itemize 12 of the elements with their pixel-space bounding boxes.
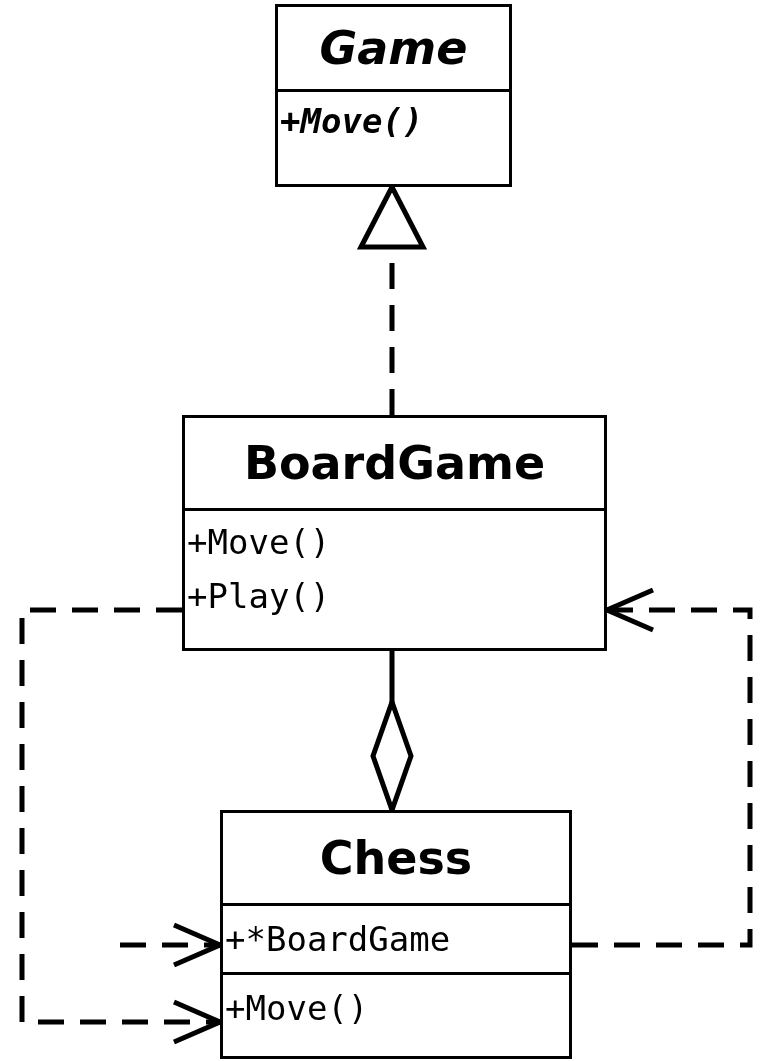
member-text: +Move() — [279, 100, 425, 142]
class-box — [275, 4, 512, 187]
class-name: Game — [318, 20, 469, 77]
member-text: +Move() — [186, 521, 332, 564]
class-name: Chess — [318, 830, 474, 887]
arrow — [572, 587, 753, 948]
class-name: BoardGame — [242, 435, 547, 492]
class-box — [220, 810, 572, 1059]
member-text: +*BoardGame — [224, 918, 452, 961]
class-box — [182, 415, 607, 651]
member-text: +Play() — [186, 575, 332, 618]
member-text: +Move() — [224, 987, 370, 1030]
